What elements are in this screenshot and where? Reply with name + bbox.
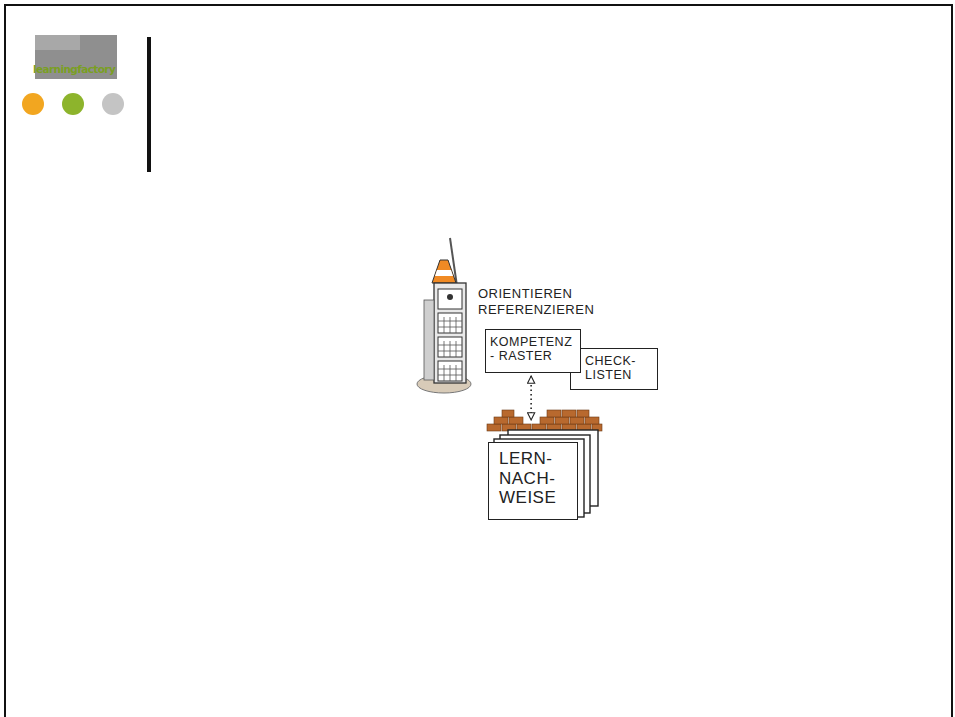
annotation-text: ORIENTIEREN REFERENZIEREN — [478, 286, 618, 319]
box-text: KOMPETENZ- RASTER — [490, 335, 576, 364]
gray-dot — [102, 93, 124, 115]
checklist-box: CHECK- LISTEN — [570, 348, 658, 390]
green-dot — [62, 93, 84, 115]
dotted-arrow — [530, 376, 532, 420]
orange-dot — [22, 93, 44, 115]
brick-wall — [487, 410, 602, 431]
box-text: LERN- NACH- WEISE — [499, 449, 567, 508]
evidence-box: LERN- NACH- WEISE — [488, 442, 578, 520]
tower-illustration — [417, 238, 471, 393]
divider-bar — [147, 37, 151, 172]
box-text: CHECK- LISTEN — [585, 354, 653, 383]
logo-text: learningfactory — [33, 63, 123, 76]
slide-frame — [5, 5, 952, 717]
grid-box: KOMPETENZ- RASTER — [485, 329, 581, 373]
